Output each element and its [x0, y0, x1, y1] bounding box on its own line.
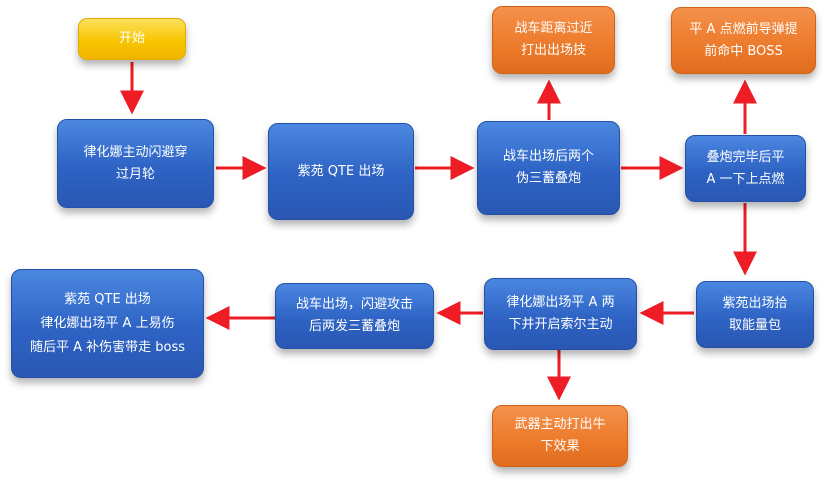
step2-node-label: 紫苑 QTE 出场	[297, 163, 385, 179]
step3-note-node: 战车距离过近 打出出场技	[492, 6, 615, 74]
step2-node: 紫苑 QTE 出场	[268, 123, 414, 220]
step8-node: 紫苑 QTE 出场 律化娜出场平 A 上易伤 随后平 A 补伤害带走 boss	[11, 269, 204, 378]
step7-node: 战车出场，闪避攻击 后两发三蓄叠炮	[275, 283, 434, 349]
step6-note-node: 武器主动打出牛 下效果	[492, 405, 628, 467]
step4-node: 叠炮完毕后平 A 一下上点燃	[685, 135, 806, 202]
step4-node-label: 叠炮完毕后平 A 一下上点燃	[706, 149, 785, 187]
step3-node: 战车出场后两个 伪三蓄叠炮	[477, 121, 620, 215]
step4-note-node: 平 A 点燃前导弹提 前命中 BOSS	[671, 7, 816, 74]
step5-node-label: 紫苑出场拾 取能量包	[722, 295, 788, 333]
step3-note-label: 战车距离过近 打出出场技	[514, 21, 593, 58]
step3-node-label: 战车出场后两个 伪三蓄叠炮	[502, 149, 594, 186]
step8-node-label: 紫苑 QTE 出场 律化娜出场平 A 上易伤 随后平 A 补伤害带走 boss	[29, 291, 186, 355]
step6-node-label: 律化娜出场平 A 两 下并开启索尔主动	[506, 295, 615, 332]
step1-node: 律化娜主动闪避穿 过月轮	[57, 119, 214, 208]
step7-node-label: 战车出场，闪避攻击 后两发三蓄叠炮	[295, 297, 413, 334]
step4-note-label: 平 A 点燃前导弹提 前命中 BOSS	[689, 21, 798, 59]
start-node: 开始	[78, 18, 186, 60]
step6-node: 律化娜出场平 A 两 下并开启索尔主动	[484, 278, 637, 350]
start-node-label: 开始	[118, 31, 145, 46]
step6-note-label: 武器主动打出牛 下效果	[514, 417, 606, 454]
step5-node: 紫苑出场拾 取能量包	[696, 281, 814, 348]
step1-node-label: 律化娜主动闪避穿 过月轮	[83, 144, 188, 182]
